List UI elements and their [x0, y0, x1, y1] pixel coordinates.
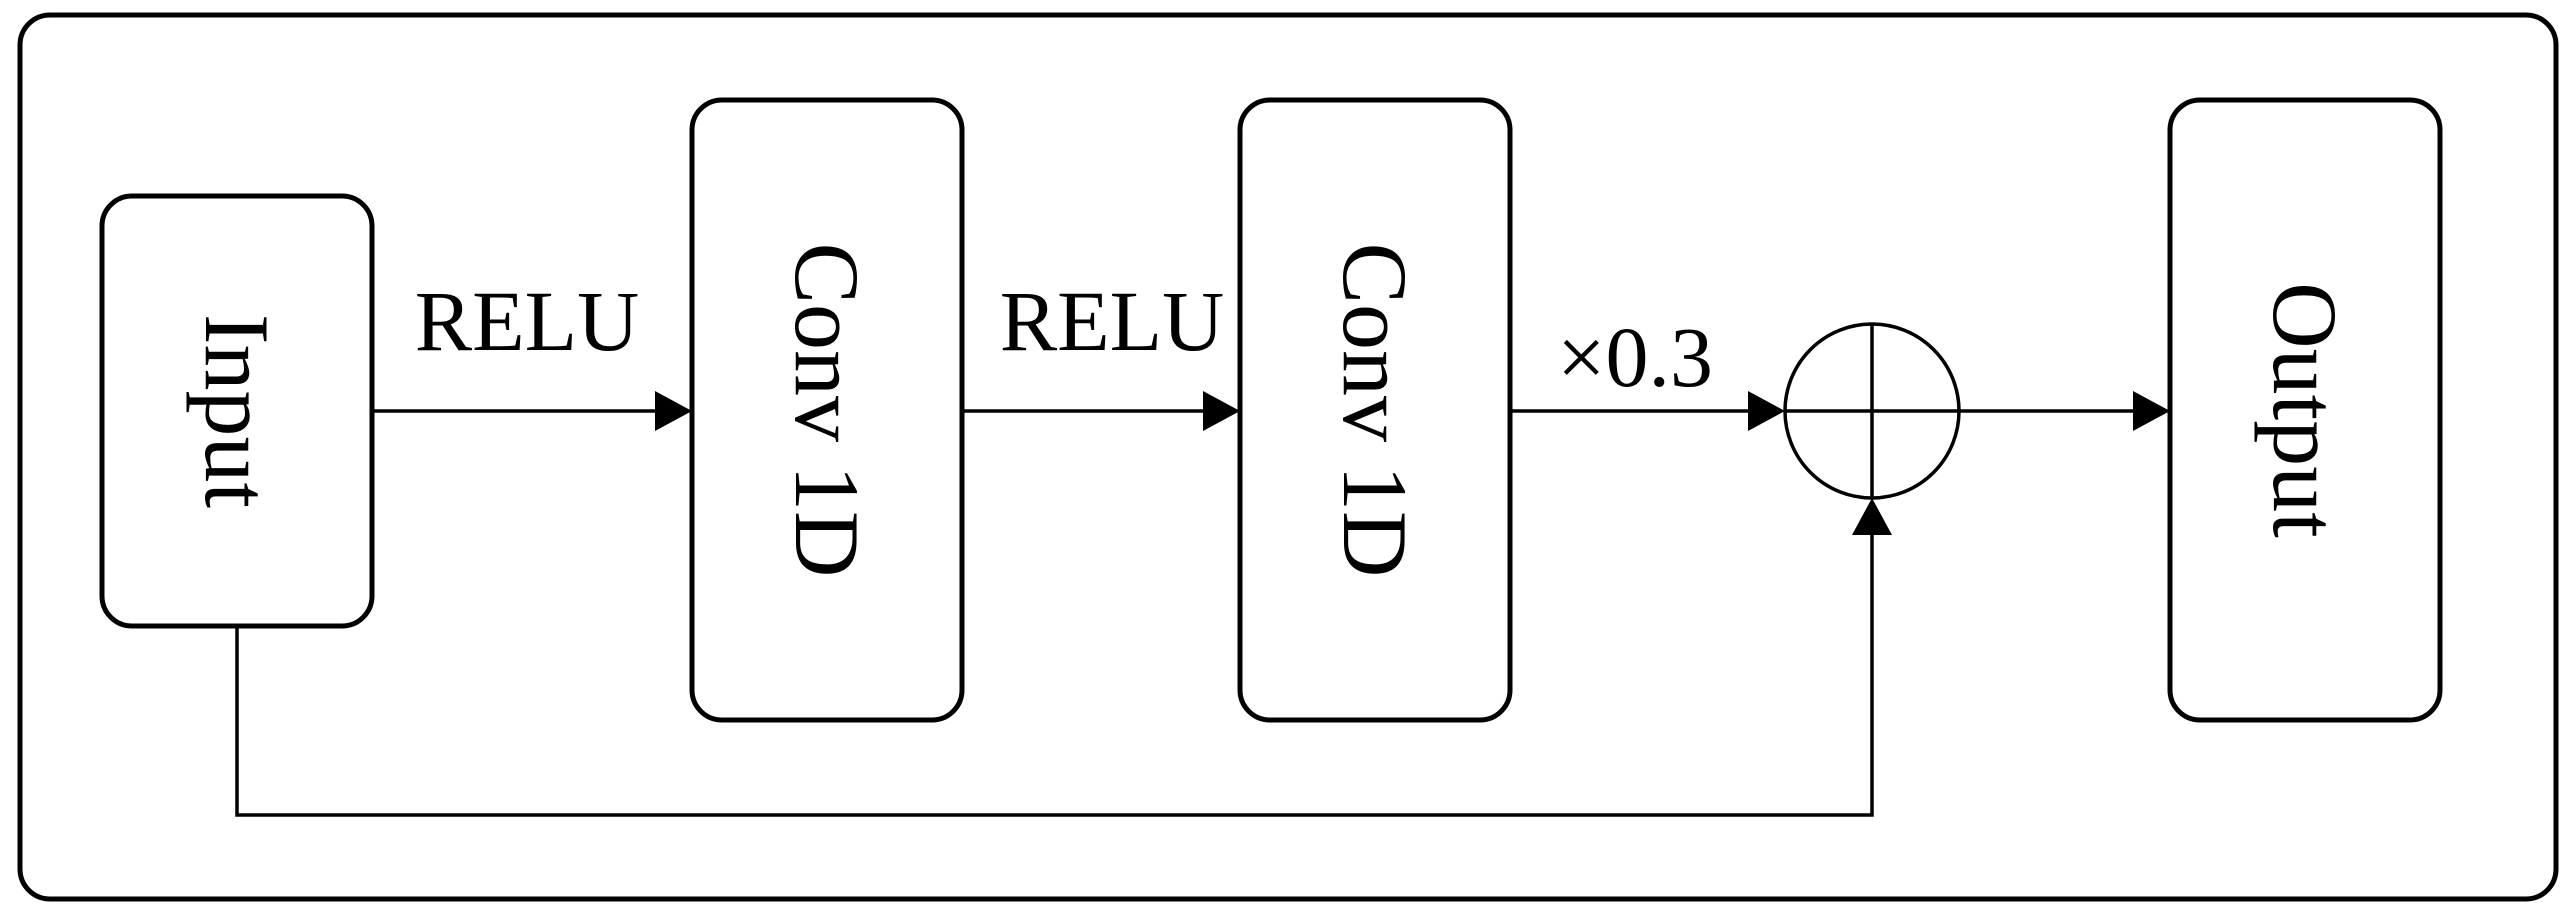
arrowhead-icon [1748, 391, 1785, 431]
edge-sum-to-output [1959, 391, 2170, 431]
skip-connection [235, 498, 1892, 817]
output-block: Output [2167, 97, 2443, 723]
scale-label: ×0.3 [1557, 309, 1713, 405]
conv1d-block-1-label: Conv 1D [776, 243, 878, 578]
outer-frame [17, 12, 2559, 902]
conv1d-block-1: Conv 1D [689, 97, 965, 723]
conv1d-block-2: Conv 1D [1237, 97, 1513, 723]
relu-label-1: RELU [415, 273, 640, 369]
output-block-label: Output [2254, 282, 2356, 538]
arrowhead-icon [655, 391, 692, 431]
sum-node-icon [1783, 322, 1961, 500]
input-block-label: Input [186, 314, 288, 509]
relu-label-2: RELU [1000, 273, 1225, 369]
arrowhead-icon [1852, 498, 1892, 535]
arrowhead-icon [2133, 391, 2170, 431]
edge-input-to-conv1 [372, 391, 692, 431]
conv1d-block-2-label: Conv 1D [1324, 243, 1426, 578]
edge-conv1-to-conv2 [962, 391, 1240, 431]
input-block: Input [99, 193, 375, 629]
arrowhead-icon [1203, 391, 1240, 431]
edge-conv2-to-sum [1510, 391, 1785, 431]
